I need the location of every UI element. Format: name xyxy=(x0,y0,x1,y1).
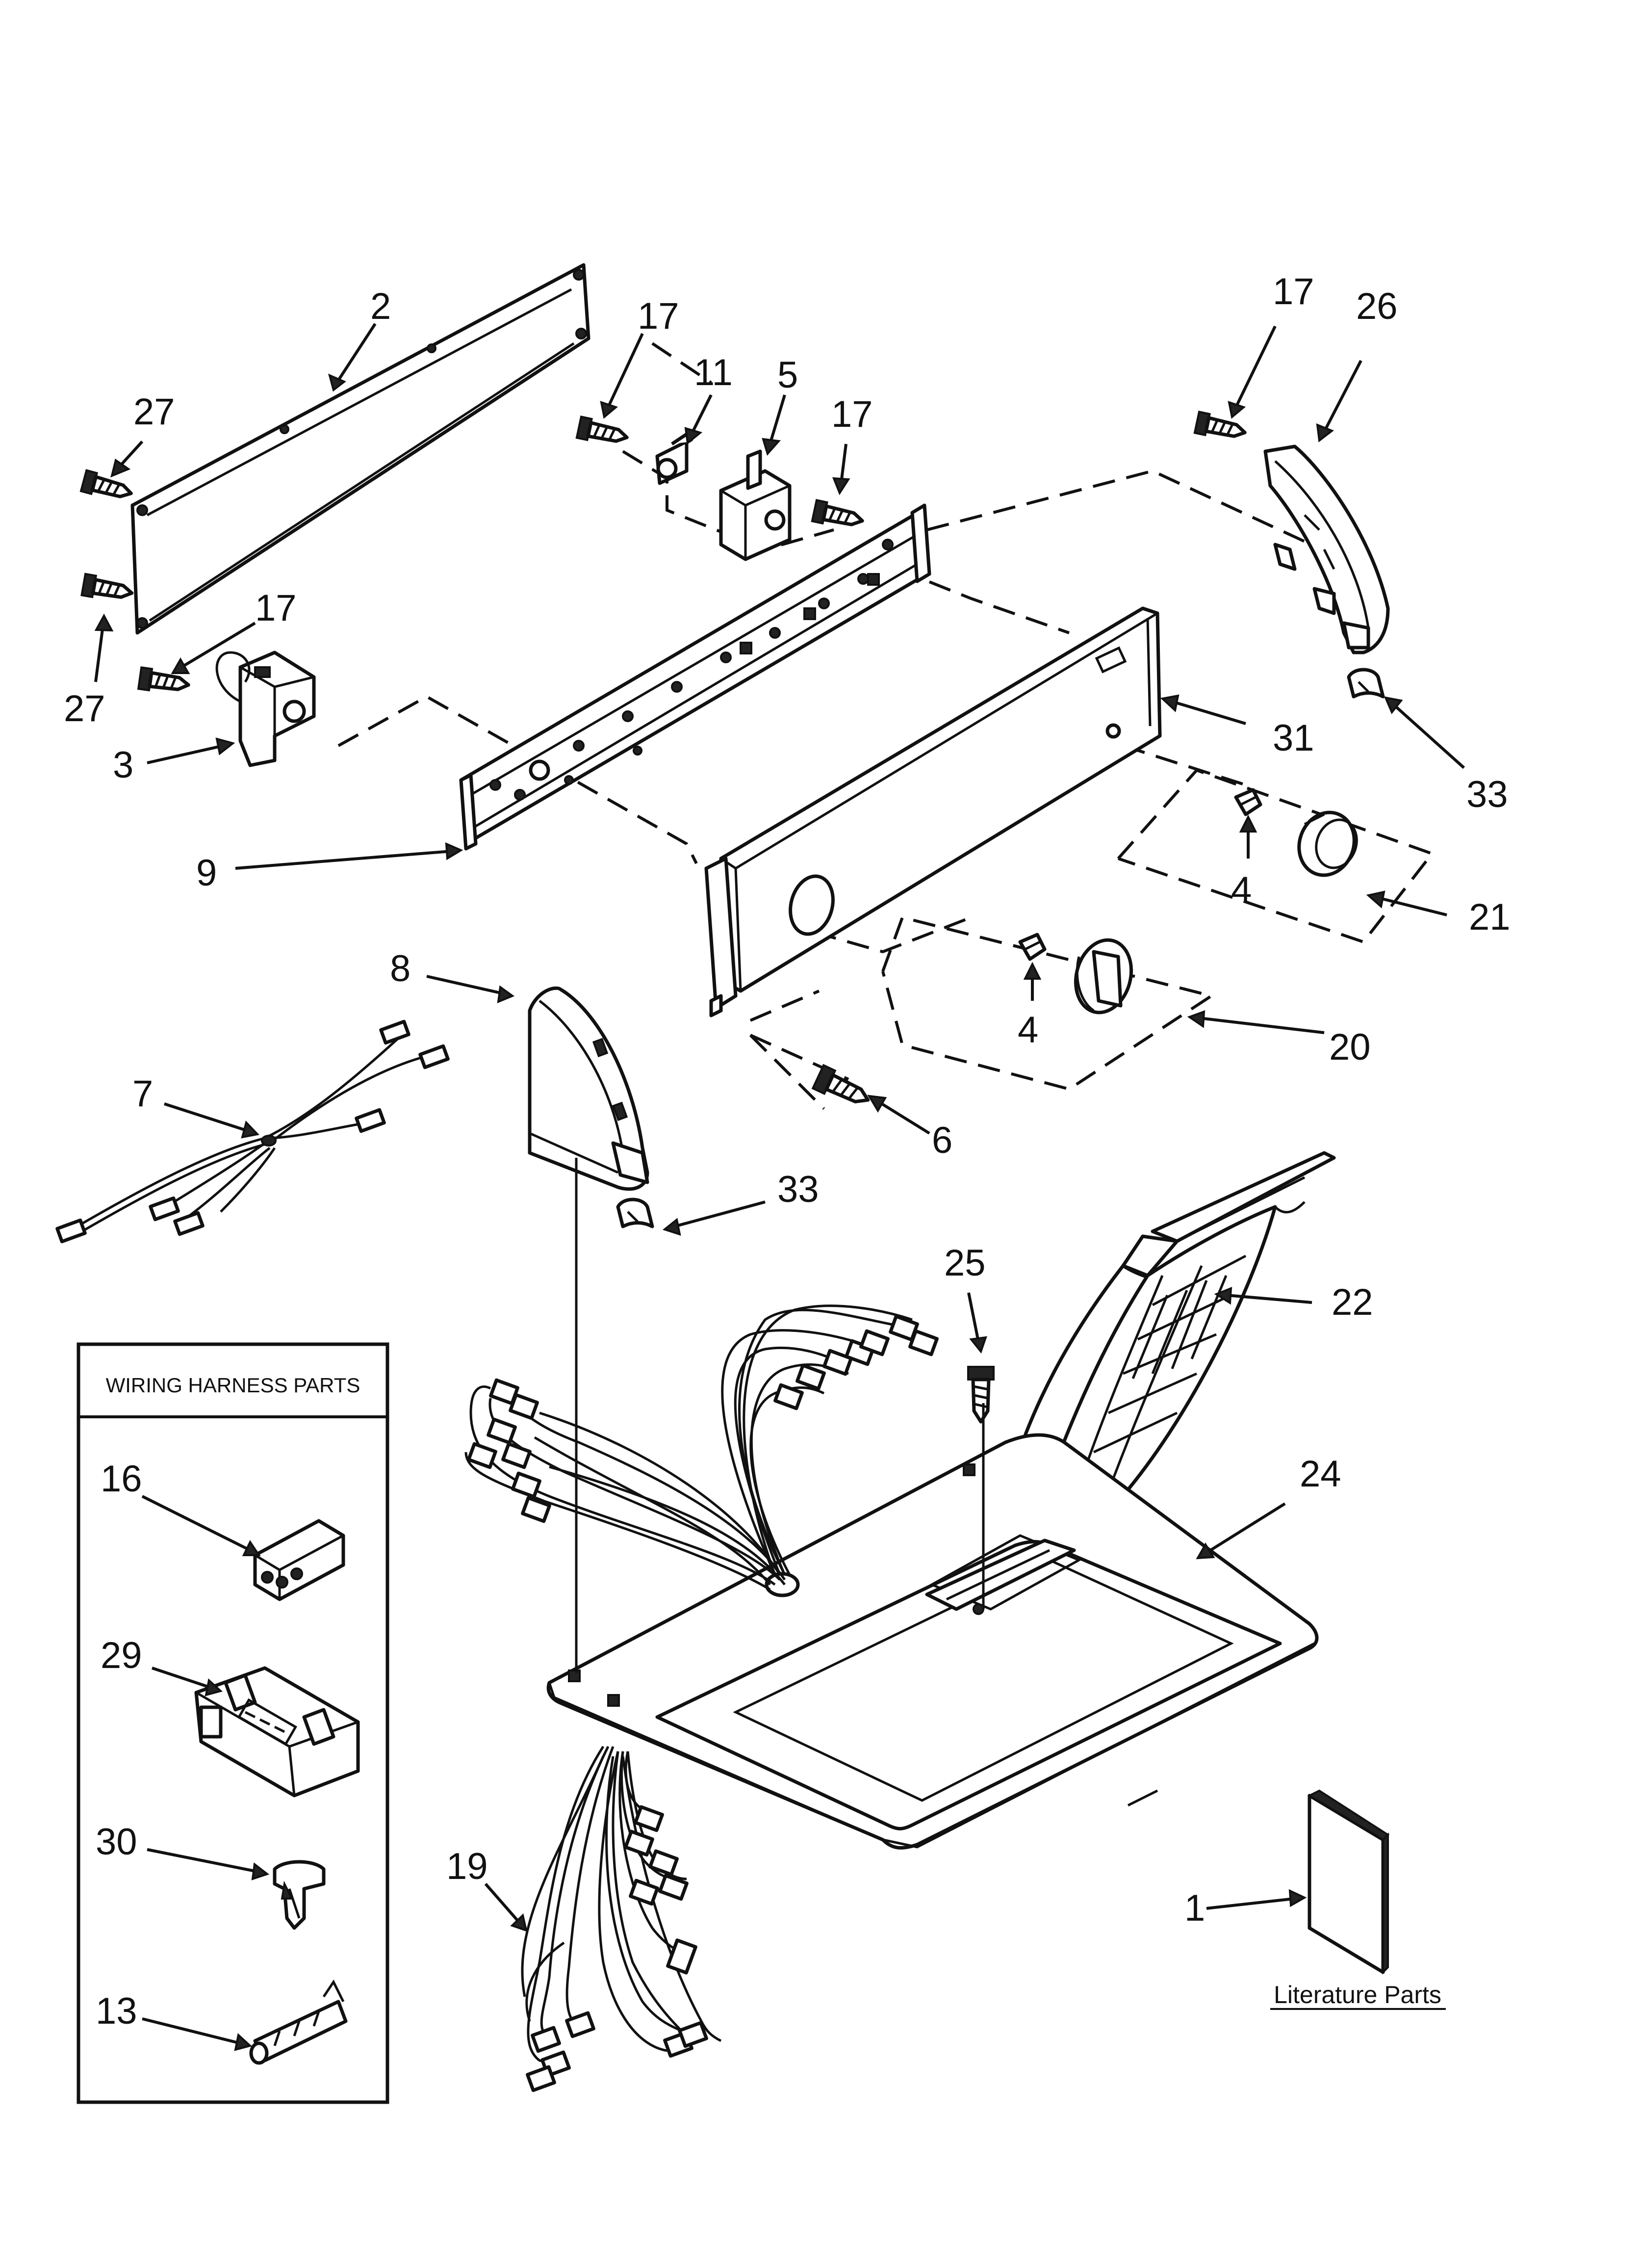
main-wire-harness xyxy=(464,1304,939,1591)
callout-24: 24 xyxy=(1300,1453,1341,1495)
callout-27-bottom: 27 xyxy=(64,688,105,730)
screw-17-upper-icon xyxy=(575,415,629,443)
callout-2: 2 xyxy=(370,286,391,327)
assembly-guide-lines xyxy=(337,342,1435,1110)
screw-17-middle-icon xyxy=(811,498,864,526)
callout-6: 6 xyxy=(932,1120,952,1161)
part-2-back-panel xyxy=(130,263,590,635)
screw-25-icon xyxy=(967,1366,995,1424)
callout-22: 22 xyxy=(1332,1281,1373,1323)
callout-29: 29 xyxy=(101,1635,142,1676)
part-4-clip-upper xyxy=(1234,788,1262,816)
callout-5: 5 xyxy=(777,354,798,396)
screw-6-icon xyxy=(811,1064,870,1104)
callout-9: 9 xyxy=(196,852,217,894)
part-33-clip-right xyxy=(1347,668,1385,699)
callout-31: 31 xyxy=(1273,717,1314,759)
part-16-connector xyxy=(253,1519,345,1601)
callout-17-right: 17 xyxy=(1273,271,1314,313)
part-5-switch xyxy=(719,449,792,561)
callout-26: 26 xyxy=(1356,286,1398,327)
part-33-clip-left xyxy=(616,1198,654,1228)
leader-lines xyxy=(94,323,1465,2051)
wiring-harness-parts-box: WIRING HARNESS PARTS xyxy=(77,1342,389,2104)
callout-25: 25 xyxy=(944,1242,986,1284)
callout-11: 11 xyxy=(694,352,733,393)
literature-parts-label: Literature Parts xyxy=(1274,1981,1441,2008)
part-13-terminal xyxy=(249,1980,348,2065)
part-7-harness xyxy=(55,1019,450,1244)
callout-27-top: 27 xyxy=(133,391,175,433)
callout-labels: 2 27 27 17 11 5 17 17 17 26 3 9 31 33 4 … xyxy=(64,271,1511,2032)
terminal-icons xyxy=(467,1314,939,1523)
wiring-box-title: WIRING HARNESS PARTS xyxy=(106,1374,360,1397)
terminal-icons xyxy=(526,1805,708,2092)
callout-20: 20 xyxy=(1329,1026,1371,1068)
callout-13: 13 xyxy=(96,1990,137,2032)
callout-33-right: 33 xyxy=(1466,774,1508,815)
callout-17-mid: 17 xyxy=(831,393,873,435)
callout-8: 8 xyxy=(390,948,410,990)
part-9-control-bracket xyxy=(459,503,931,851)
part-24-top-panel xyxy=(546,1433,1319,1850)
part-19-harness xyxy=(521,1746,722,2092)
callout-30: 30 xyxy=(96,1821,137,1863)
part-3-timer xyxy=(215,651,316,767)
part-30-clip xyxy=(273,1860,326,1930)
part-29-connector-block xyxy=(194,1666,360,1798)
callout-17-top: 17 xyxy=(638,295,679,337)
part-20-dial-knob xyxy=(1074,938,1133,1015)
part-31-console-panel xyxy=(704,606,1162,1017)
part-4-clip-lower xyxy=(1018,933,1047,961)
callout-3: 3 xyxy=(113,744,133,786)
part-1-literature-booklet xyxy=(1307,1789,1390,1975)
terminal-icons xyxy=(55,1019,450,1244)
callout-4-upper: 4 xyxy=(1231,869,1252,911)
callout-33-left: 33 xyxy=(777,1169,819,1210)
part-22-lint-screen xyxy=(999,1151,1336,1523)
part-8-end-cap xyxy=(528,986,649,1191)
callout-21: 21 xyxy=(1469,896,1511,938)
part-11-clip xyxy=(655,432,693,485)
screw-17-right-icon xyxy=(1193,410,1247,438)
screw-27-bottom-icon xyxy=(80,573,134,599)
callout-7: 7 xyxy=(132,1073,153,1115)
screw-27-top-icon xyxy=(79,469,133,498)
part-26-end-cap xyxy=(1263,444,1390,654)
part-21-round-knob xyxy=(1297,810,1358,877)
callout-19: 19 xyxy=(446,1846,488,1887)
callout-16: 16 xyxy=(101,1458,142,1500)
screw-17-left-icon xyxy=(137,666,190,692)
screw-icons xyxy=(79,410,1247,1424)
callout-1: 1 xyxy=(1184,1887,1205,1929)
callout-4-lower: 4 xyxy=(1018,1009,1038,1051)
callout-17-left: 17 xyxy=(255,587,297,629)
